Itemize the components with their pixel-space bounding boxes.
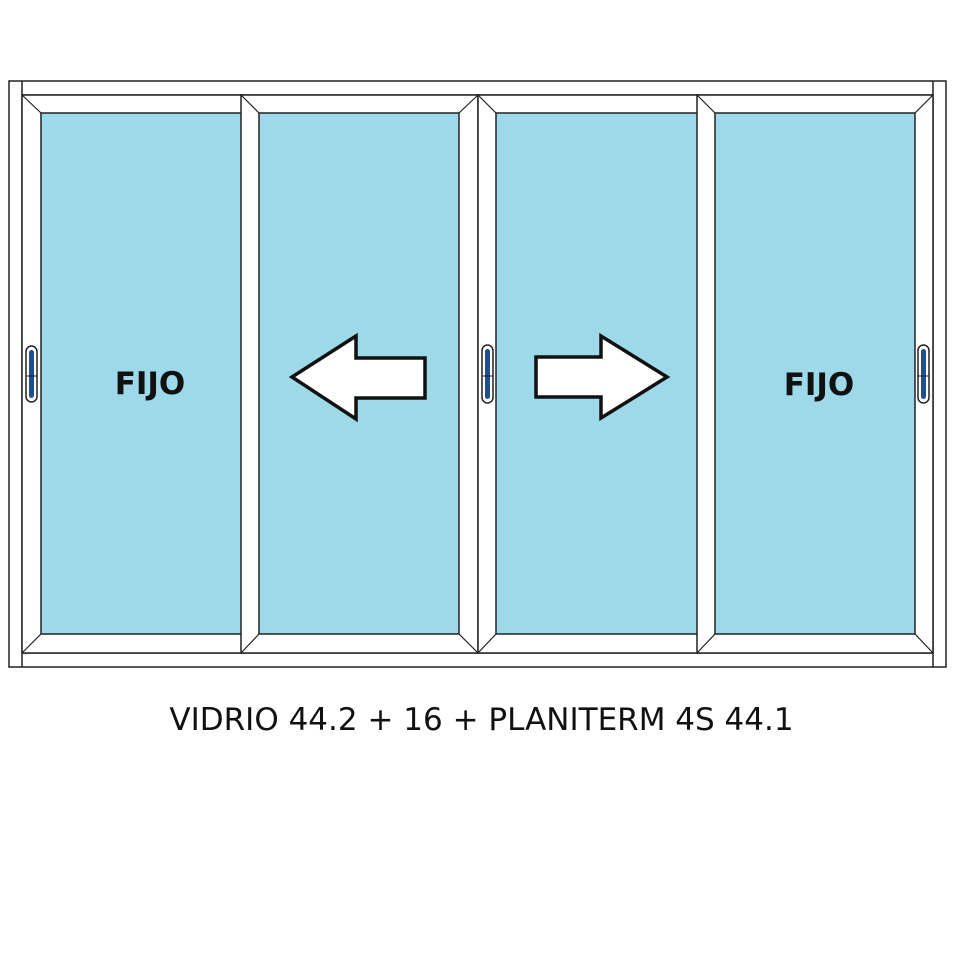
arrow-left-icon (288, 332, 427, 423)
sash-1 (21, 94, 243, 654)
glass-pane-4 (714, 112, 916, 635)
handle-right-icon[interactable] (917, 344, 930, 404)
handle-center-icon[interactable] (481, 344, 494, 404)
panel-label-1: FIJO (115, 366, 186, 402)
glass-pane-1 (40, 112, 243, 635)
sash-4 (696, 94, 934, 654)
handle-left-icon[interactable] (25, 345, 38, 403)
glass-spec-caption: VIDRIO 44.2 + 16 + PLANITERM 4S 44.1 (169, 702, 794, 738)
arrow-right-icon (534, 332, 671, 422)
panel-label-4: FIJO (784, 367, 855, 403)
